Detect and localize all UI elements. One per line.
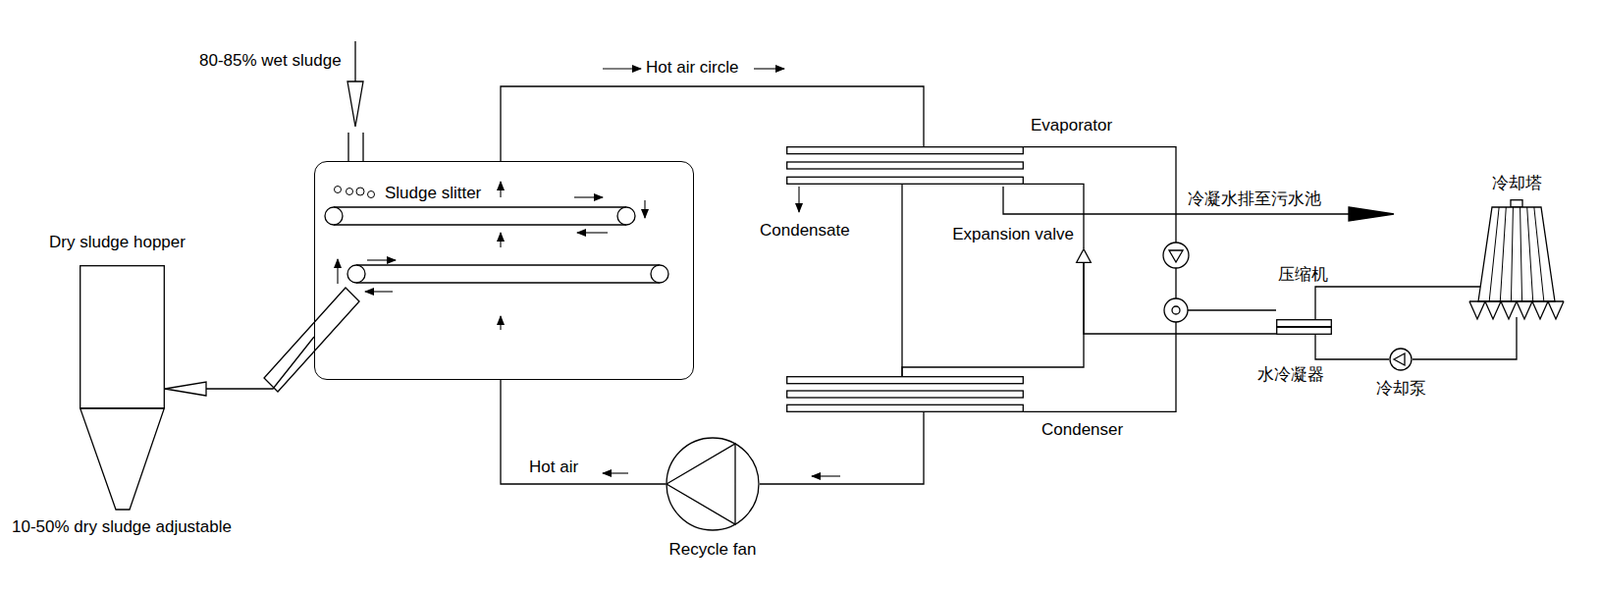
drain-arrow xyxy=(1348,207,1394,221)
sludge-strip xyxy=(334,186,375,199)
flow-connector xyxy=(901,184,903,376)
dry-sludge-hopper-outline xyxy=(79,265,165,511)
flow-connector xyxy=(1315,286,1483,320)
evaporator-coil-outline xyxy=(786,146,1024,185)
conveyor-belt xyxy=(324,207,636,225)
evaporator-coil: Evaporator xyxy=(786,146,1024,185)
condenser-coil: Condenser xyxy=(786,375,1024,413)
node-title: Recycle fan xyxy=(669,539,757,560)
expansion-valve-outline xyxy=(1075,248,1092,264)
recycle-fan-outline xyxy=(665,436,760,532)
node-title: 冷却泵 xyxy=(1376,378,1427,399)
compressor-symbol xyxy=(1164,298,1188,322)
cooling-tower-outline xyxy=(1468,199,1565,325)
node-note: 10-50% dry sludge adjustable xyxy=(11,517,232,537)
feed-arrow xyxy=(347,81,364,127)
expansion-valve: Expansion valve xyxy=(1075,248,1092,264)
compressor-label: 压缩机 xyxy=(1278,265,1329,285)
node-title: 冷却塔 xyxy=(1492,173,1543,194)
node-title: Condenser xyxy=(1041,420,1123,440)
recycle-fan: Recycle fan xyxy=(665,436,760,532)
flow-connector xyxy=(1412,324,1517,360)
node-title: 水冷凝器 xyxy=(1257,365,1325,385)
inlet-pipe xyxy=(362,132,364,161)
node-title: Sludge slitter xyxy=(384,183,481,204)
cooling-pump: 冷却泵 xyxy=(1388,347,1413,372)
cooling-pump-outline xyxy=(1388,347,1413,372)
dry-sludge-hopper: Dry sludge hopper10-50% dry sludge adjus… xyxy=(79,265,165,511)
flow-connector xyxy=(1315,334,1389,360)
connector-label: Hot air xyxy=(527,457,581,478)
water-condenser-outline xyxy=(1276,319,1333,335)
feed-line xyxy=(354,41,356,82)
flow-connector xyxy=(902,263,1084,376)
condensate-label: Condensate xyxy=(759,220,851,241)
condenser-coil-outline xyxy=(786,375,1024,413)
flow-connector xyxy=(759,412,924,484)
flow-arrow xyxy=(337,68,841,477)
feed-label: 80-85% wet sludge xyxy=(199,51,342,71)
connector-label: Hot air circle xyxy=(643,57,741,78)
flow-connector xyxy=(164,336,315,389)
drain-label: 冷凝水排至污水池 xyxy=(1187,189,1322,210)
cooling-tower: 冷却塔 xyxy=(1468,199,1565,325)
node-title: Evaporator xyxy=(1030,115,1113,136)
inlet-pipe xyxy=(347,132,349,161)
flow-connector xyxy=(500,379,666,484)
node-title: Expansion valve xyxy=(952,224,1074,245)
valve-symbol xyxy=(1163,242,1189,268)
water-condenser: 水冷凝器 xyxy=(1276,319,1333,335)
flow-connector xyxy=(1023,147,1176,413)
refrigerant-pipe xyxy=(1187,309,1277,311)
node-title: Dry sludge hopper xyxy=(49,232,186,253)
conveyor-belt xyxy=(347,265,669,283)
dryer-chamber: Sludge slitter xyxy=(314,160,694,380)
flow-connector xyxy=(1083,263,1277,334)
